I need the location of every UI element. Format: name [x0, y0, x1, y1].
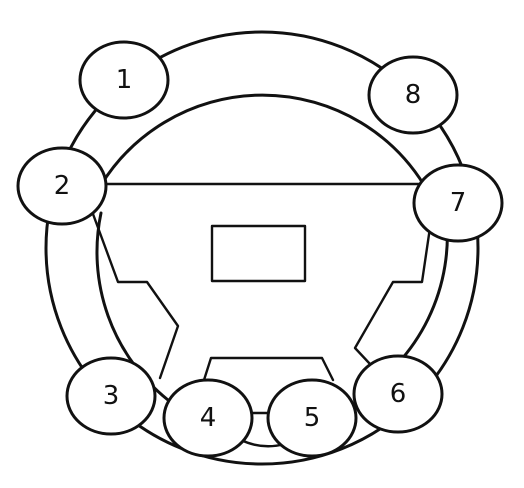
callout-label: 3 — [103, 381, 120, 411]
wheel-outer-rim — [44, 30, 480, 466]
callout-label: 7 — [450, 188, 467, 218]
callout-circle — [78, 40, 170, 120]
bottom-hub — [202, 356, 335, 382]
left-spoke — [91, 212, 180, 380]
callout-label: 1 — [116, 65, 133, 95]
callout-7: 7 — [412, 163, 504, 243]
callout-circle — [16, 146, 108, 226]
wheel-inner-rim — [99, 93, 426, 187]
callout-8: 8 — [367, 55, 459, 135]
callout-label: 8 — [405, 80, 422, 110]
right-spoke — [353, 212, 434, 366]
callout-label: 2 — [54, 171, 71, 201]
callout-circle — [367, 55, 459, 135]
callout-6: 6 — [352, 354, 444, 434]
callout-label: 4 — [200, 403, 217, 433]
callout-circle — [412, 163, 504, 243]
callout-label: 6 — [390, 379, 407, 409]
center-display — [210, 224, 307, 283]
callout-circle — [65, 356, 157, 436]
callout-1: 1 — [78, 40, 170, 120]
callout-3: 3 — [65, 356, 157, 436]
callout-label: 5 — [304, 403, 321, 433]
callout-5: 5 — [266, 378, 358, 458]
callout-4: 4 — [162, 378, 254, 458]
callout-2: 2 — [16, 146, 108, 226]
callout-circle — [352, 354, 444, 434]
callout-circle — [162, 378, 254, 458]
callout-circle — [266, 378, 358, 458]
